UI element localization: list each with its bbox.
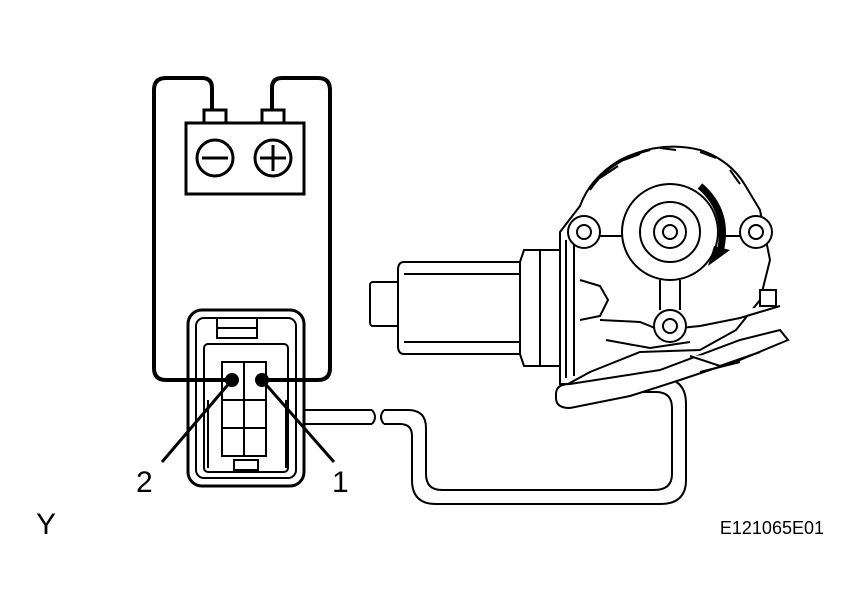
motor-housing bbox=[397, 249, 561, 367]
terminal-1-label: 1 bbox=[332, 466, 349, 499]
wiper-motor bbox=[369, 145, 790, 410]
motor-bracket bbox=[555, 328, 790, 410]
view-letter: Y bbox=[36, 508, 56, 541]
positive-lead bbox=[262, 76, 332, 382]
terminal-2-label: 2 bbox=[136, 466, 153, 499]
connector-terminals bbox=[160, 373, 336, 463]
rotation-arrow-icon bbox=[697, 183, 730, 266]
connector-outer bbox=[186, 308, 306, 488]
terminal-1-leader bbox=[260, 379, 336, 463]
figure-code: E121065E01 bbox=[720, 518, 824, 538]
plus-icon bbox=[253, 138, 293, 178]
minus-icon bbox=[195, 138, 235, 178]
battery-body bbox=[184, 108, 306, 196]
wire-harness bbox=[304, 377, 687, 505]
terminal-2-leader bbox=[160, 379, 234, 463]
negative-lead bbox=[152, 76, 232, 382]
connector bbox=[186, 308, 306, 488]
battery bbox=[152, 76, 332, 382]
